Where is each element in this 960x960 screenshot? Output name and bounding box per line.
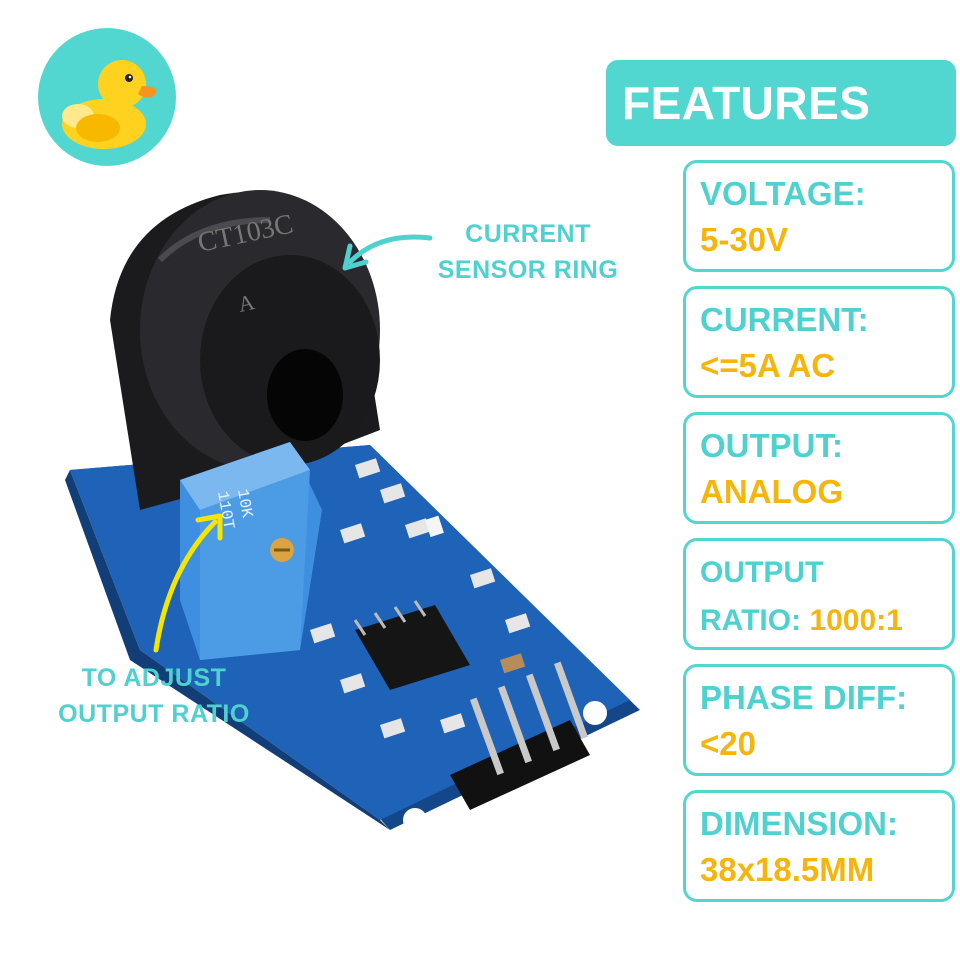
feature-label: CURRENT: <box>700 301 869 338</box>
callout-ring-line-2: SENSOR RING <box>437 256 619 284</box>
feature-value: ANALOG <box>700 473 843 510</box>
smd-components <box>310 458 531 739</box>
feature-label-line-2: RATIO: 1000:1 <box>700 597 938 645</box>
feature-label-2: RATIO: <box>700 604 802 637</box>
pot-marking-2: 10K <box>233 488 256 520</box>
ic-chip <box>353 600 470 690</box>
feature-card-voltage: VOLTAGE: 5-30V <box>683 160 955 272</box>
feature-card-output-ratio: OUTPUT RATIO: 1000:1 <box>683 538 955 650</box>
callout-adjust-output-ratio: TO ADJUST OUTPUT RATIO <box>40 660 268 732</box>
callout-ring-line-1: CURRENT <box>465 220 591 248</box>
feature-label: OUTPUT: <box>700 427 843 464</box>
feature-card-phase-diff: PHASE DIFF: <20 <box>683 664 955 776</box>
duck-icon <box>62 60 157 149</box>
potentiometer: 110T 10K <box>180 442 322 660</box>
feature-label: VOLTAGE: <box>700 175 866 212</box>
header-pins <box>450 661 590 810</box>
callout-adjust-line-1: TO ADJUST <box>81 664 227 692</box>
ring-marking-2: A <box>236 289 257 317</box>
feature-card-output: OUTPUT: ANALOG <box>683 412 955 524</box>
feature-value: <20 <box>700 725 756 762</box>
feature-value: 38x18.5MM <box>700 851 875 888</box>
feature-label: DIMENSION: <box>700 805 898 842</box>
feature-value: 5-30V <box>700 221 789 258</box>
feature-value: 1000:1 <box>809 604 903 637</box>
callout-adjust-line-2: OUTPUT RATIO <box>58 700 250 728</box>
callout-current-sensor-ring: CURRENT SENSOR RING <box>428 216 628 288</box>
feature-label: OUTPUT <box>700 556 824 589</box>
feature-card-current: CURRENT: <=5A AC <box>683 286 955 398</box>
feature-value: <=5A AC <box>700 347 836 384</box>
duck-logo <box>38 28 176 166</box>
feature-label: PHASE DIFF: <box>700 679 908 716</box>
product-image: CT103C A 110T 10K <box>65 190 640 832</box>
current-sensor-ring: CT103C A <box>110 190 380 510</box>
feature-card-dimension: DIMENSION: 38x18.5MM <box>683 790 955 902</box>
features-header: FEATURES <box>606 60 956 146</box>
